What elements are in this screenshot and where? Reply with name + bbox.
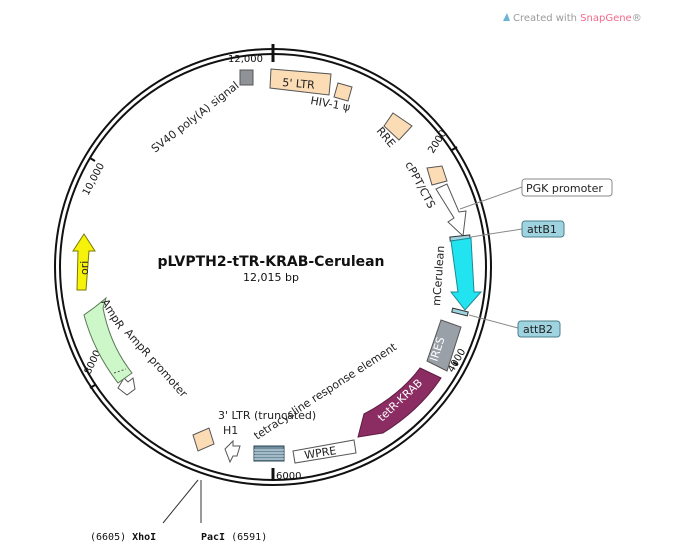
h1-promoter-arrow[interactable] — [224, 439, 241, 464]
pgk-leader — [459, 186, 523, 210]
label-ori: ori — [78, 261, 91, 275]
attb2-site[interactable] — [451, 307, 469, 317]
attb2-callout-box[interactable] — [517, 320, 561, 338]
pgk-callout-label: PGK promoter — [526, 182, 603, 195]
label-mcerulean: mCerulean — [430, 245, 447, 306]
svg-text:Created with SnapGene®: Created with SnapGene® — [513, 13, 642, 24]
label-5ltr: 5' LTR — [282, 76, 316, 92]
snapgene-logo: Created with SnapGene® — [503, 13, 642, 24]
tick-mark-2000 — [451, 146, 458, 151]
plasmid-length: 12,015 bp — [243, 271, 299, 284]
tre-hatch — [254, 449, 284, 460]
label-wpre: WPRE — [303, 444, 337, 462]
tick-mark-8000 — [89, 384, 96, 389]
ltr3-box[interactable] — [192, 427, 215, 452]
attb1-leader — [470, 228, 523, 238]
attb1-callout-box[interactable] — [521, 220, 565, 238]
label-sv40: SV40 poly(A) signal — [149, 79, 242, 155]
xhoi-site-label: (6605) XhoI — [90, 532, 156, 543]
paci-name: PacI — [201, 532, 225, 543]
xhoi-leader — [162, 479, 199, 524]
tick-label-6000: 6000 — [276, 471, 301, 482]
brand-prefix: Created with — [513, 13, 580, 24]
tick-mark-4000 — [452, 361, 459, 366]
ori-arrow[interactable] — [72, 233, 96, 291]
cppt-box[interactable] — [426, 165, 448, 186]
brand-name: SnapGene — [580, 13, 632, 24]
snapgene-logo-icon — [503, 13, 510, 21]
paci-site-label: PacI (6591) — [201, 532, 267, 543]
tick-mark-10000 — [89, 157, 96, 162]
label-h1: H1 — [223, 424, 238, 437]
ampr-arrow[interactable] — [83, 296, 133, 384]
label-3ltr: 3' LTR (truncated) — [218, 409, 316, 422]
xhoi-name: XhoI — [132, 532, 156, 543]
wpre-box[interactable] — [292, 439, 357, 464]
brand-mark: ® — [632, 13, 642, 24]
ires-box[interactable] — [426, 319, 462, 372]
pgk-callout-box[interactable] — [521, 178, 613, 197]
attb2-callout-label: attB2 — [523, 323, 553, 336]
hiv-psi-box[interactable] — [333, 82, 353, 102]
plasmid-name: pLVPTH2-tTR-KRAB-Cerulean — [157, 254, 384, 270]
mcerulean-arrow[interactable] — [449, 237, 483, 311]
xhoi-position: (6605) — [90, 532, 126, 543]
sv40-polya-box[interactable] — [239, 69, 254, 86]
pgk-promoter-arrow[interactable] — [435, 183, 467, 238]
tetr-krab-arrow[interactable] — [357, 367, 442, 438]
ltr5-box[interactable] — [269, 68, 332, 96]
tick-label-12000: 12,000 — [228, 54, 263, 65]
attb2-leader — [468, 314, 519, 329]
attb1-callout-label: attB1 — [527, 223, 557, 236]
paci-position: (6591) — [231, 532, 267, 543]
rre-box[interactable] — [383, 112, 413, 141]
